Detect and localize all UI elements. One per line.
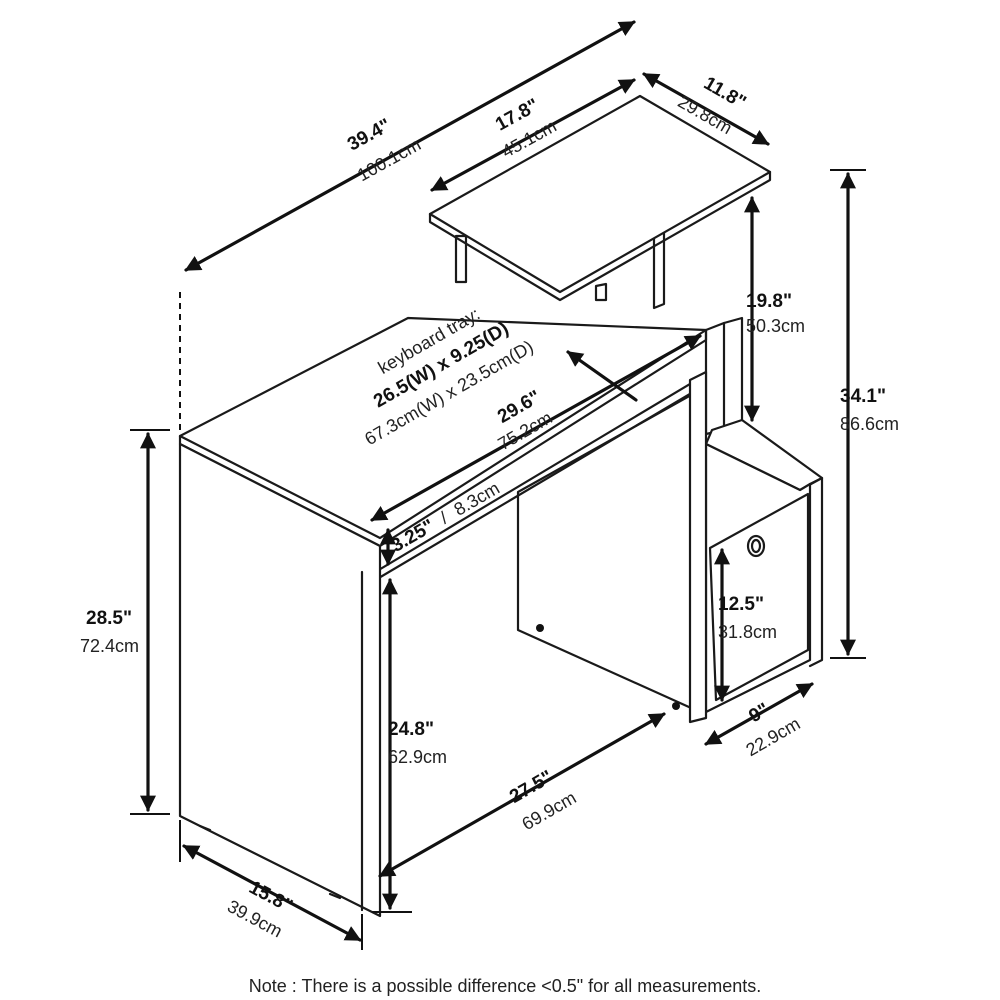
apron-separator: / xyxy=(437,508,451,528)
cabinet-width-in: 9" xyxy=(746,699,773,727)
right-tower xyxy=(704,321,726,436)
leg-clearance-in: 24.8" xyxy=(388,719,434,740)
desk-height-cm: 72.4cm xyxy=(80,636,139,656)
desk-height-in: 28.5" xyxy=(86,608,132,629)
dimension-lines xyxy=(130,20,866,950)
total-height-in: 34.1" xyxy=(840,386,886,407)
dimension-labels: 39.4" 100.1cm 17.8" 45.1cm 11.8" 29.8cm … xyxy=(80,73,899,941)
measurement-note: Note : There is a possible difference <0… xyxy=(249,976,762,996)
cabinet-height-cm: 31.8cm xyxy=(718,622,777,642)
leg-clearance-cm: 62.9cm xyxy=(388,747,447,767)
left-side-panel xyxy=(178,442,382,918)
cabinet-height-in: 12.5" xyxy=(718,594,764,615)
shelf-rise-cm: 50.3cm xyxy=(746,316,805,336)
shelf-rise-in: 19.8" xyxy=(746,291,792,312)
total-height-cm: 86.6cm xyxy=(840,414,899,434)
right-leg-panel xyxy=(688,370,708,724)
cabinet-grommet xyxy=(746,534,766,558)
back-panel xyxy=(516,388,702,714)
